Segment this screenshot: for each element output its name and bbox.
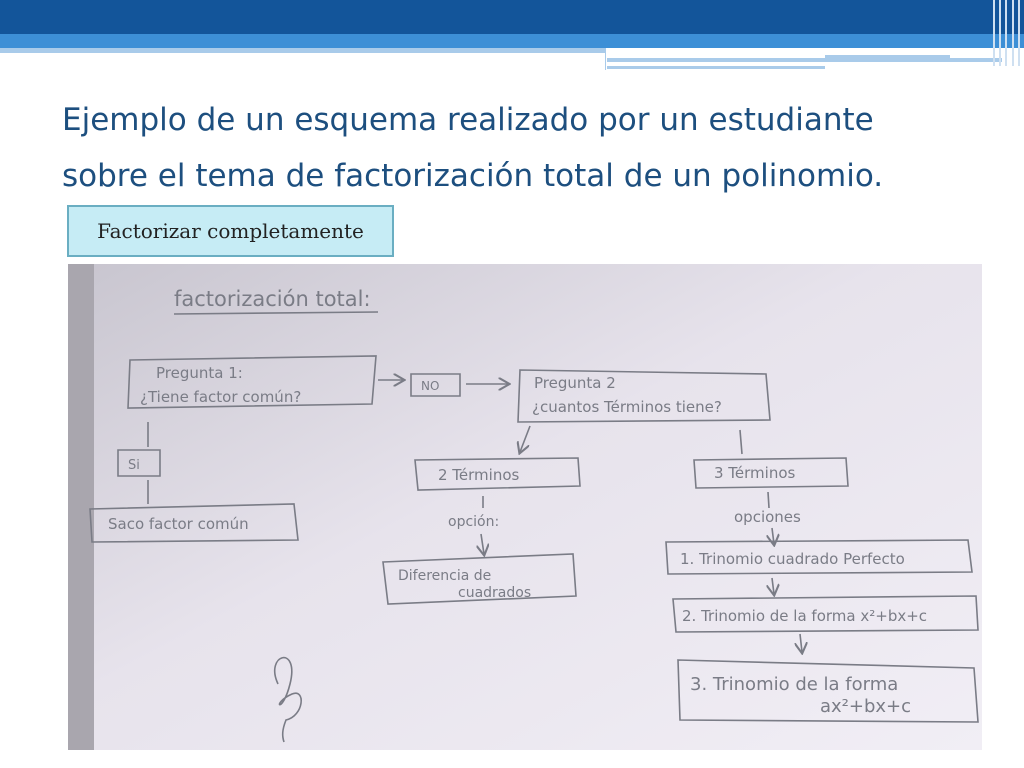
saco-factor-label: Saco factor común xyxy=(108,515,249,533)
option3-text-line2: ax²+bx+c xyxy=(820,696,911,717)
slide-title: Ejemplo de un esquema realizado por un e… xyxy=(62,92,982,204)
arrow-opt1-opt2 xyxy=(772,577,774,594)
header-bar xyxy=(0,0,1024,34)
handwritten-diagram-photo: factorización total: Pregunta 1: ¿Tiene … xyxy=(68,264,982,750)
header-stripe xyxy=(607,58,1002,62)
header-stripe xyxy=(605,48,606,70)
question1-text: ¿Tiene factor común? xyxy=(140,388,301,406)
options-label: opciones xyxy=(734,508,801,526)
question2-box xyxy=(517,369,771,423)
difference-line1: Diferencia de xyxy=(398,568,491,584)
question2-title: Pregunta 2 xyxy=(534,374,616,392)
difference-line2: cuadrados xyxy=(458,585,531,601)
question2-text: ¿cuantos Términos tiene? xyxy=(532,398,722,416)
header-stripe xyxy=(0,48,605,53)
three-terms-label: 3 Términos xyxy=(714,464,796,482)
two-terms-label: 2 Términos xyxy=(438,466,520,484)
slide-title-line1: Ejemplo de un esquema realizado por un e… xyxy=(62,102,874,138)
header-vline xyxy=(999,0,1001,66)
arrow-opt2-opt3 xyxy=(800,633,802,652)
heading-underline xyxy=(173,311,379,315)
paper-background xyxy=(68,264,982,750)
handwritten-scribble xyxy=(273,656,302,743)
header-stripe xyxy=(607,66,825,69)
topic-tag: Factorizar completamente xyxy=(67,205,394,257)
no-label: NO xyxy=(421,379,439,393)
header-stripe xyxy=(825,55,950,58)
header-vline xyxy=(1018,0,1020,66)
si-label: Si xyxy=(128,458,140,473)
arrow-option-difference xyxy=(481,533,484,554)
slide-title-line2: sobre el tema de factorización total de … xyxy=(62,158,884,194)
header-vline xyxy=(1012,0,1014,66)
si-box xyxy=(117,449,161,477)
difference-box xyxy=(382,553,577,605)
line-three-terms-options xyxy=(767,491,770,509)
option2-text: 2. Trinomio de la forma x²+bx+c xyxy=(682,607,927,625)
no-box xyxy=(410,373,461,397)
option3-text-line1: 3. Trinomio de la forma xyxy=(690,674,898,695)
photo-heading: factorización total: xyxy=(174,287,371,311)
two-terms-box xyxy=(414,457,581,491)
saco-factor-box xyxy=(89,503,299,543)
option1-text: 1. Trinomio cuadrado Perfecto xyxy=(680,550,905,568)
option2-box xyxy=(672,595,979,633)
header-vline xyxy=(993,0,995,66)
header-band xyxy=(0,34,1024,48)
arrow-q2-two-terms xyxy=(520,425,531,452)
option1-box xyxy=(665,539,973,575)
question1-title: Pregunta 1: xyxy=(156,364,243,382)
question1-box xyxy=(127,355,377,409)
header-vline xyxy=(1005,0,1007,66)
option3-box xyxy=(677,659,979,723)
photo-left-edge xyxy=(68,264,94,750)
line-q2-three-terms xyxy=(739,429,743,455)
three-terms-box xyxy=(693,457,849,489)
option-label: opción: xyxy=(448,514,499,530)
